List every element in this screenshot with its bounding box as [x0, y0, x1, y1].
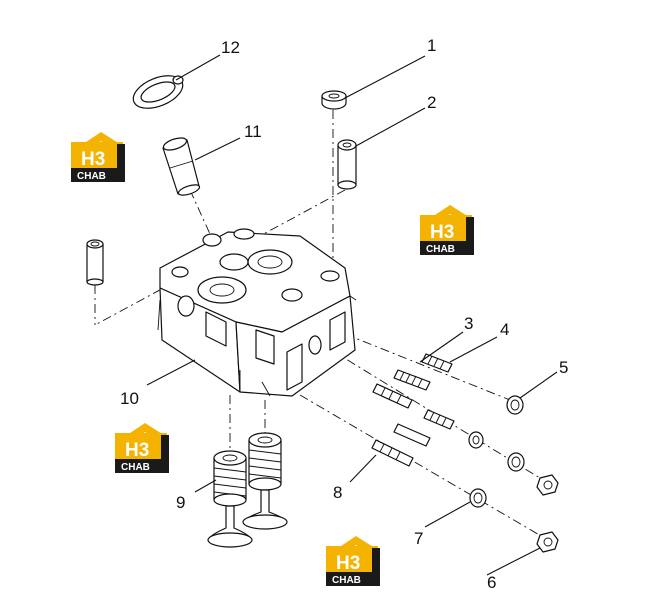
callout-6: 6	[487, 573, 496, 592]
part-valve-guide-left	[86, 239, 104, 286]
watermark-logo: H3 CHAB	[326, 536, 380, 586]
callout-2: 2	[427, 93, 436, 112]
leader-lines	[146, 54, 558, 576]
callout-10: 10	[120, 389, 139, 408]
logo-sub-text: CHAB	[77, 171, 106, 182]
part-nut-middle	[507, 452, 525, 472]
callout-11: 11	[244, 122, 262, 141]
part-sleeve-middle	[423, 409, 455, 430]
logo-main-text: H3	[125, 440, 149, 461]
callout-4: 4	[500, 320, 509, 339]
callout-5: 5	[559, 358, 568, 377]
part-7-washer	[469, 488, 487, 508]
part-10-cylinder-head	[157, 228, 357, 397]
logo-sub-text: CHAB	[121, 462, 150, 473]
part-12-retainer-ring	[132, 75, 184, 109]
logo-main-text: H3	[336, 553, 360, 574]
part-washer-middle	[468, 431, 484, 449]
part-valve-spring-right	[248, 432, 282, 491]
watermark-logos: H3 CHAB H3 CHAB H3 CHAB H3 CH	[71, 132, 474, 586]
callout-12: 12	[221, 38, 240, 57]
part-4-sleeve-upper	[421, 353, 453, 373]
callout-8: 8	[333, 483, 342, 502]
callout-1: 1	[427, 36, 436, 55]
callout-9: 9	[176, 493, 185, 512]
part-11-injector-sleeve	[162, 137, 201, 196]
part-2-guide-sleeve	[337, 139, 357, 190]
watermark-logo: H3 CHAB	[420, 205, 474, 255]
logo-main-text: H3	[81, 149, 105, 170]
part-9-valve-left	[207, 505, 253, 548]
part-stud-middle	[372, 383, 413, 409]
part-8-stud	[371, 439, 414, 467]
part-9-valve-spring-left	[213, 450, 247, 507]
logo-main-text: H3	[430, 222, 454, 243]
watermark-logo: H3 CHAB	[115, 423, 169, 473]
callout-7: 7	[414, 529, 423, 548]
part-1-valve-cap	[321, 90, 347, 110]
part-5-nut	[506, 395, 524, 415]
part-6-hex-nut	[536, 531, 559, 553]
part-3-stud-upper	[393, 369, 431, 391]
callout-labels: 1 2 3 4 5 6 7 8 9 10 11 12	[120, 36, 568, 592]
watermark-logo: H3 CHAB	[71, 132, 125, 182]
logo-sub-text: CHAB	[426, 244, 455, 255]
part-stud-lower	[393, 423, 431, 447]
part-valve-right	[242, 489, 288, 530]
logo-sub-text: CHAB	[332, 575, 361, 586]
callout-3: 3	[464, 314, 473, 333]
part-hex-nut-upper	[536, 474, 559, 496]
